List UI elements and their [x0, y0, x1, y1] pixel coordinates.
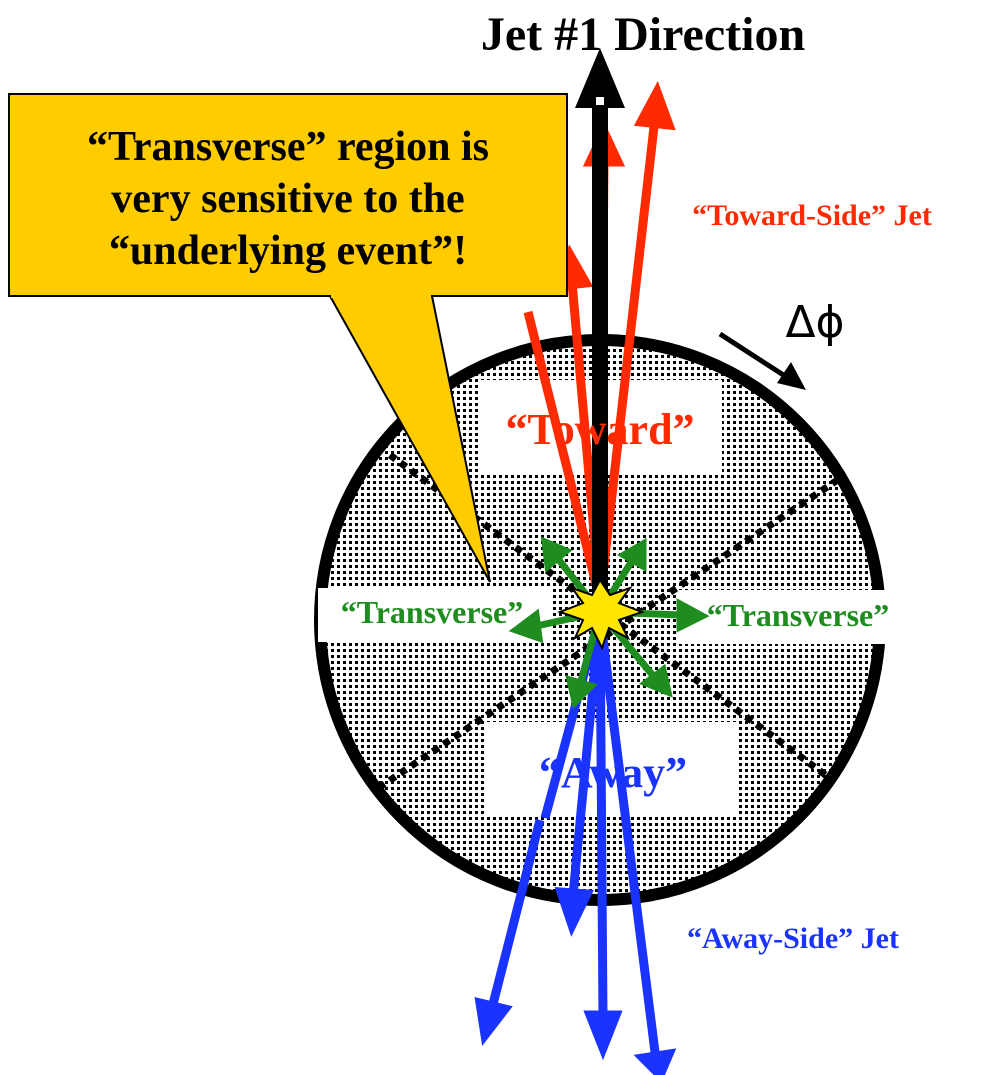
transverse-tracks	[508, 536, 710, 709]
transverse-track-arrowhead	[565, 675, 598, 709]
callout-box	[8, 93, 568, 297]
transverse-track-arrowhead	[617, 537, 647, 573]
away-track-arrowhead	[554, 886, 594, 937]
transverse-right-label: “Transverse”	[707, 597, 889, 633]
away-region-label: “Away”	[539, 748, 687, 797]
callout-line-3: “underlying event”!	[109, 228, 467, 274]
away-track-arrowhead	[583, 1010, 623, 1061]
transverse-left-label: “Transverse”	[341, 594, 523, 630]
toward-region-label: “Toward”	[505, 405, 694, 454]
transverse-left-label-box	[318, 588, 550, 642]
away-track	[487, 818, 545, 1010]
collision-star-icon	[557, 578, 645, 651]
transverse-track-arrowhead	[508, 608, 544, 644]
away-track	[595, 614, 608, 1019]
jet-axis-arrowhead	[575, 48, 625, 108]
diagram-title: Jet #1 Direction	[481, 8, 805, 61]
transverse-track-arrowhead	[540, 536, 573, 573]
transverse-right-label-box	[678, 590, 914, 644]
away-track	[595, 614, 661, 1061]
away-side-jet-label: “Away-Side” Jet	[687, 922, 899, 955]
delta-phi-arrow	[718, 331, 806, 390]
transverse-track-arrowhead	[676, 598, 710, 633]
toward-side-jet-label: “Toward-Side” Jet	[692, 199, 932, 232]
callout-line-1: “Transverse” region is	[87, 124, 489, 170]
jet-axis	[575, 48, 625, 610]
delta-phi-arrowhead-icon	[777, 362, 806, 390]
away-track	[568, 614, 605, 896]
delta-phi-label: Δϕ	[785, 297, 844, 348]
callout-bubble	[8, 93, 568, 583]
toward-track	[523, 310, 605, 602]
away-track-arrowhead	[474, 997, 513, 1047]
toward-track-arrowhead	[633, 80, 676, 131]
callout-line-2: very sensitive to the	[111, 176, 464, 222]
toward-track	[595, 117, 660, 601]
away-track-arrowhead	[633, 1048, 677, 1075]
transverse-track-arrowhead	[639, 663, 673, 698]
